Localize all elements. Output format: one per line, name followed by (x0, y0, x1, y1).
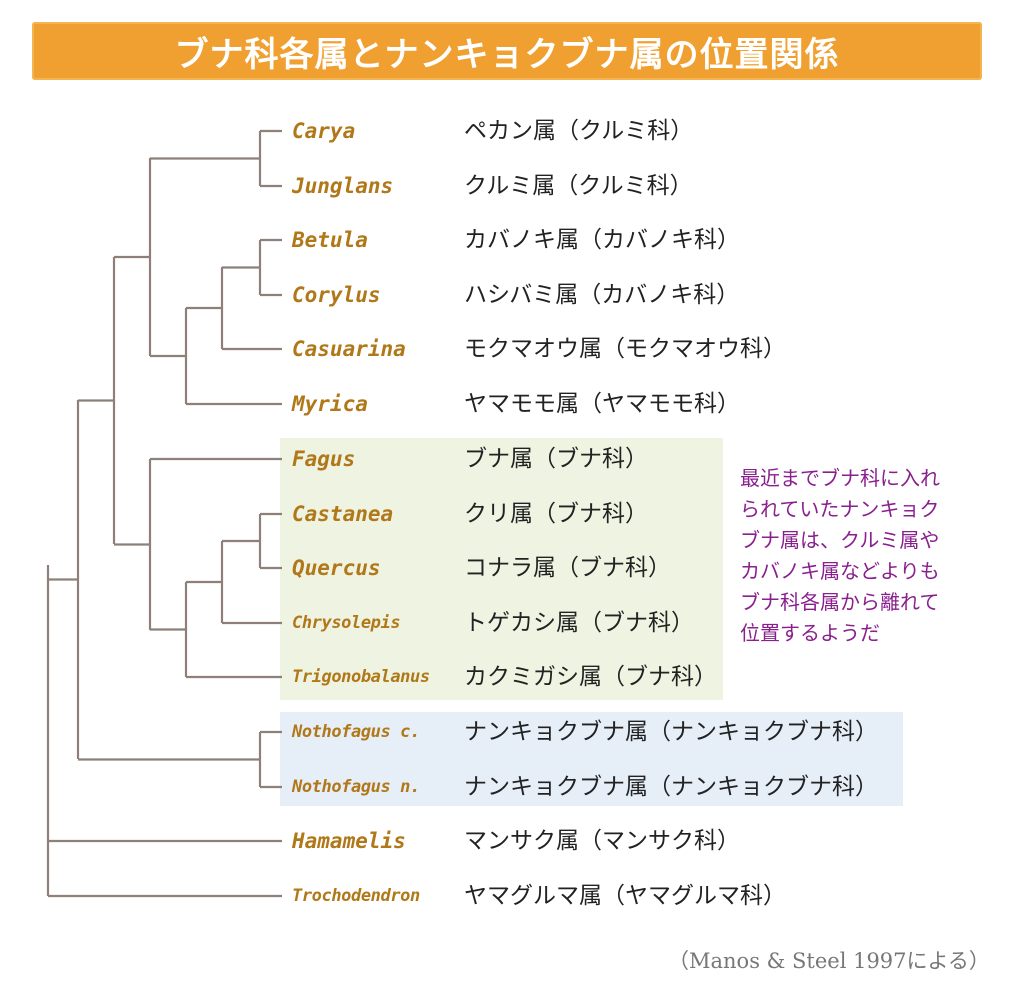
taxon-latin-fagus: Fagus (292, 447, 356, 471)
taxon-japanese-trigonobalanus: カクミガシ属（ブナ科） (464, 664, 717, 690)
taxon-latin-myrica: Myrica (292, 392, 368, 416)
note-line: ブナ科各属から離れて (740, 590, 940, 614)
taxon-japanese-trochodendron: ヤマグルマ属（ヤマグルマ科） (464, 883, 786, 909)
taxon-japanese-castanea: クリ属（ブナ科） (464, 501, 648, 527)
note-line: られていたナンキョク (740, 497, 940, 521)
taxon-latin-carya: Carya (292, 119, 356, 143)
taxon-japanese-hamamelis: マンサク属（マンサク科） (464, 828, 740, 854)
note-line: ブナ属は、クルミ属や (740, 528, 940, 552)
taxon-latin-trigonobalanus: Trigonobalanus (292, 667, 430, 687)
title-banner: ブナ科各属とナンキョクブナ属の位置関係 (32, 22, 982, 80)
source-citation: （Manos & Steel 1997による） (668, 949, 990, 973)
taxon-latin-casuarina: Casuarina (292, 337, 406, 361)
taxon-latin-betula: Betula (292, 228, 368, 252)
taxon-latin-junglans: Junglans (292, 174, 394, 198)
taxon-japanese-chrysolepis: トゲカシ属（ブナ科） (464, 610, 694, 636)
taxon-latin-hamamelis: Hamamelis (292, 829, 406, 853)
taxon-latin-nothofagus-c: Nothofagus c. (292, 722, 420, 742)
taxon-latin-castanea: Castanea (292, 502, 394, 526)
taxon-latin-chrysolepis: Chrysolepis (292, 613, 401, 633)
page-title: ブナ科各属とナンキョクブナ属の位置関係 (174, 34, 840, 75)
taxon-japanese-nothofagus-c: ナンキョクブナ属（ナンキョクブナ科） (464, 719, 878, 745)
note-line: 最近までブナ科に入れ (740, 466, 940, 490)
taxon-japanese-myrica: ヤマモモ属（ヤマモモ科） (464, 391, 740, 417)
taxon-latin-nothofagus-n: Nothofagus n. (292, 777, 420, 797)
taxon-japanese-carya: ペカン属（クルミ科） (464, 118, 694, 144)
fagaceae-highlight-box (280, 438, 723, 700)
taxon-japanese-quercus: コナラ属（ブナ科） (464, 555, 671, 581)
taxon-japanese-corylus: ハシバミ属（カバノキ科） (464, 282, 740, 308)
taxon-latin-quercus: Quercus (292, 556, 381, 580)
taxon-latin-corylus: Corylus (292, 283, 381, 307)
taxon-japanese-fagus: ブナ属（ブナ科） (464, 446, 648, 472)
note-line: カバノキ属などよりも (740, 559, 940, 583)
taxon-japanese-nothofagus-n: ナンキョクブナ属（ナンキョクブナ科） (464, 774, 878, 800)
taxon-japanese-junglans: クルミ属（クルミ科） (464, 173, 693, 199)
note-line: 位置するようだ (740, 621, 880, 645)
annotation-note: 最近までブナ科に入れ られていたナンキョク ブナ属は、クルミ属や カバノキ属など… (740, 463, 980, 649)
taxon-japanese-betula: カバノキ属（カバノキ科） (464, 227, 740, 253)
taxon-latin-trochodendron: Trochodendron (292, 886, 420, 906)
taxon-japanese-casuarina: モクマオウ属（モクマオウ科） (464, 336, 786, 362)
nothofagus-highlight-box (280, 712, 903, 806)
